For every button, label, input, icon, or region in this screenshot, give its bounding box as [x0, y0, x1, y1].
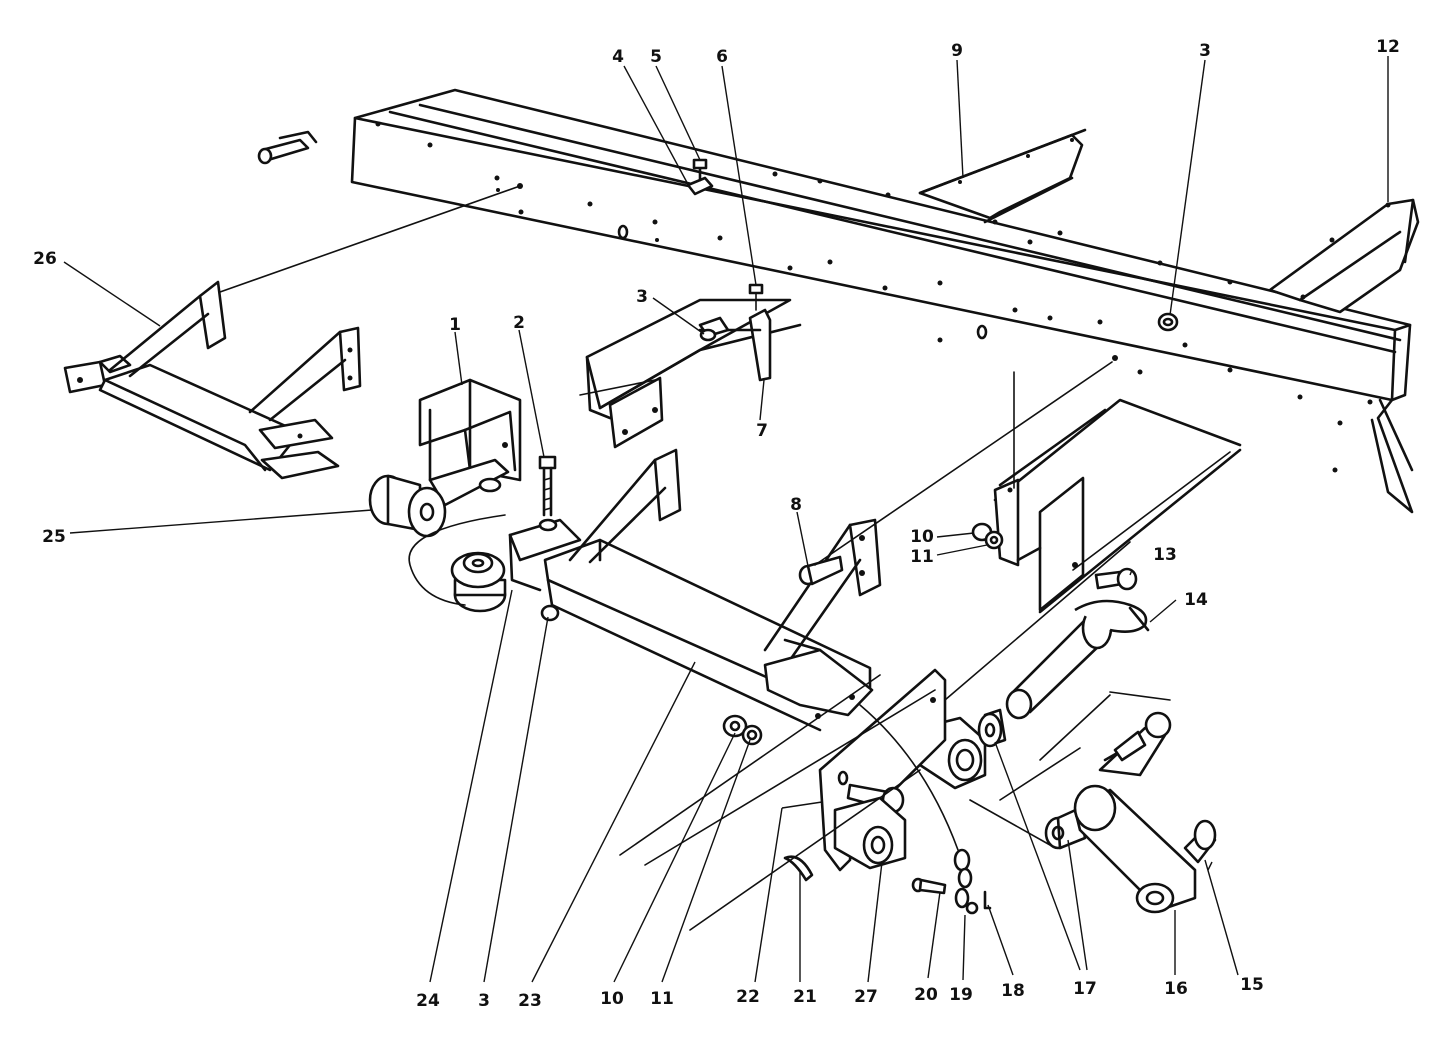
callout-19: 19 — [949, 985, 973, 1005]
bolt-2 — [538, 455, 558, 532]
callout-23: 23 — [518, 991, 542, 1011]
nut-10-lower — [722, 714, 748, 738]
callout-6: 6 — [716, 47, 728, 67]
roller-bracket-1 — [418, 378, 522, 507]
washer-11-lower — [741, 724, 763, 746]
callout-21: 21 — [793, 987, 817, 1007]
pin-15 — [1183, 819, 1217, 864]
callout-8: 8 — [790, 495, 802, 515]
bolt-6 — [748, 283, 764, 311]
callout-13: 13 — [1153, 545, 1177, 565]
callout-3-top: 3 — [1199, 41, 1211, 61]
callout-11-upper: 11 — [910, 547, 934, 567]
callout-11-lower: 11 — [650, 989, 674, 1009]
nut-3-upper — [699, 328, 717, 342]
cross-member-12 — [1268, 198, 1420, 314]
bolt-13 — [1094, 567, 1138, 591]
callout-27: 27 — [854, 987, 878, 1007]
cross-member-9 — [918, 128, 1087, 224]
callout-18: 18 — [1001, 981, 1025, 1001]
callout-3-mid: 3 — [636, 287, 648, 307]
lower-roller — [408, 514, 507, 613]
drawbar-16 — [1073, 711, 1197, 914]
pin-14 — [1005, 599, 1150, 720]
callout-25: 25 — [42, 527, 66, 547]
callout-3-bottom: 3 — [478, 991, 490, 1011]
callout-26: 26 — [33, 249, 57, 269]
callout-10-lower: 10 — [600, 989, 624, 1009]
callout-2: 2 — [513, 313, 525, 333]
sub-frame-26 — [63, 280, 362, 480]
bolt-20 — [911, 877, 947, 895]
callout-22: 22 — [736, 987, 760, 1007]
callout-1: 1 — [449, 315, 461, 335]
callout-12: 12 — [1376, 37, 1400, 57]
assembly-lines — [219, 185, 1231, 931]
callout-16: 16 — [1164, 979, 1188, 999]
callout-14: 14 — [1184, 590, 1208, 610]
bolt-5 — [692, 158, 708, 182]
callout-20: 20 — [914, 985, 938, 1005]
callout-9: 9 — [951, 41, 963, 61]
callout-24: 24 — [416, 991, 440, 1011]
channel-bracket — [585, 298, 802, 449]
callout-5: 5 — [650, 47, 662, 67]
spacer-17-upper — [977, 708, 1007, 748]
hitch-frame-23 — [508, 448, 882, 732]
main-frame-rail — [257, 88, 1414, 514]
roller-25 — [368, 474, 447, 538]
lower-frame-section — [993, 398, 1242, 614]
callout-17: 17 — [1073, 979, 1097, 999]
leader-lines — [63, 56, 1389, 983]
chain-19 — [953, 848, 979, 915]
block-27 — [833, 796, 907, 870]
callout-10-upper: 10 — [910, 527, 934, 547]
callout-7: 7 — [756, 421, 768, 441]
callout-15: 15 — [1240, 975, 1264, 995]
washer-11-upper — [984, 530, 1004, 550]
nut-3-right — [1157, 312, 1179, 332]
nut-3-lower — [540, 604, 560, 622]
callout-4: 4 — [612, 47, 624, 67]
callout-labels: 4 5 6 9 3 12 26 1 2 3 7 8 25 10 11 13 14… — [33, 37, 1400, 1011]
